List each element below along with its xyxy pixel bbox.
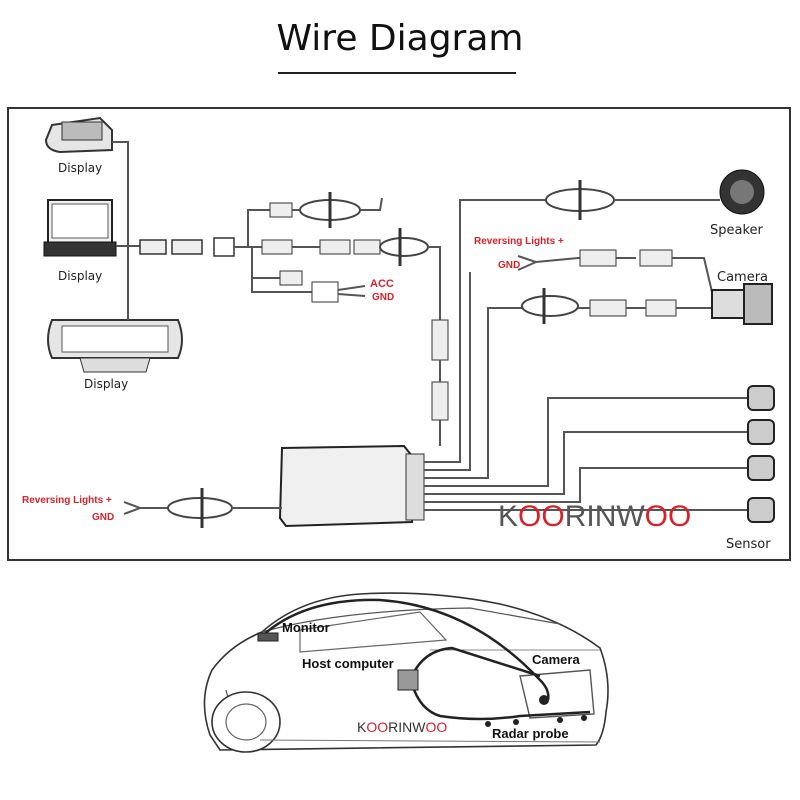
sensor-3-wire — [424, 467, 750, 503]
acc-label: ACC — [370, 278, 394, 290]
car-monitor-label: Monitor — [282, 620, 330, 635]
brand-watermark: KOORINWOO — [498, 500, 691, 533]
page-title: Wire Diagram — [276, 18, 524, 59]
sensor-label: Sensor — [726, 537, 771, 552]
power-branch-wire — [251, 278, 312, 293]
camera-signal-clip — [521, 288, 579, 324]
car-camera-unit — [539, 695, 549, 705]
display-feed-wire — [112, 141, 129, 320]
host-input-connectors — [431, 319, 449, 421]
camera-icon — [711, 283, 773, 325]
brand-rinw: RINW — [565, 500, 646, 533]
car-host-box — [397, 669, 419, 691]
camera-video-wire — [424, 272, 471, 471]
brand-oo-1: OO — [518, 500, 565, 533]
gnd-left-label: GND — [92, 512, 114, 523]
power-plug — [311, 281, 339, 303]
speaker-label: Speaker — [710, 223, 764, 238]
sensor-icons — [747, 385, 775, 523]
car-harness-wire — [257, 598, 550, 701]
reversing-left-label: Reversing Lights + — [22, 495, 112, 506]
main-connector — [139, 237, 235, 257]
sensor-1-wire — [424, 397, 750, 487]
gnd-right-label: GND — [498, 260, 520, 271]
display-top-icon — [44, 116, 113, 154]
rca-connectors — [261, 228, 429, 266]
host-box — [278, 444, 425, 528]
fuse-branch-wire — [247, 209, 270, 247]
camera-power-wire — [672, 257, 713, 293]
car-brand-k: K — [357, 719, 367, 735]
speaker-wire-clip — [545, 180, 615, 220]
speaker-wire — [424, 199, 548, 463]
display-mid-icon — [43, 199, 117, 257]
reversing-right-wire — [535, 257, 636, 263]
fuse-wire — [292, 197, 383, 211]
camera-signal-wire — [424, 307, 528, 479]
sensor-2-wire — [424, 431, 750, 495]
acc-connector — [279, 270, 303, 286]
reversing-right-label: Reversing Lights + — [474, 236, 564, 247]
display-mid-label: Display — [58, 269, 102, 283]
camera-label: Camera — [717, 270, 768, 285]
car-radar-label: Radar probe — [492, 726, 569, 741]
camera-power-connectors — [579, 249, 673, 267]
acc-gnd-label: GND — [372, 292, 394, 303]
speaker-icon — [719, 169, 765, 215]
acc-leads — [337, 285, 366, 297]
car-brand-oo-1: OO — [366, 719, 388, 735]
car-radar-probes — [485, 715, 587, 727]
camera-signal-connectors — [589, 299, 677, 317]
display-bottom-icon — [47, 319, 183, 373]
car-radar-wire — [410, 683, 591, 721]
title-underline — [278, 72, 516, 74]
rca-wire — [292, 246, 441, 320]
car-host-label: Host computer — [302, 656, 394, 671]
car-brand-watermark: KOORINWOO — [357, 719, 447, 735]
car-monitor-unit — [257, 632, 279, 642]
brand-k: K — [498, 500, 518, 533]
display-bottom-label: Display — [84, 377, 128, 391]
reversing-right-fork — [517, 255, 539, 271]
car-brand-rinw: RINW — [388, 719, 426, 735]
car-brand-oo-2: OO — [425, 719, 447, 735]
brand-oo-2: OO — [645, 500, 692, 533]
car-camera-label: Camera — [532, 652, 580, 667]
display-top-label: Display — [58, 161, 102, 175]
